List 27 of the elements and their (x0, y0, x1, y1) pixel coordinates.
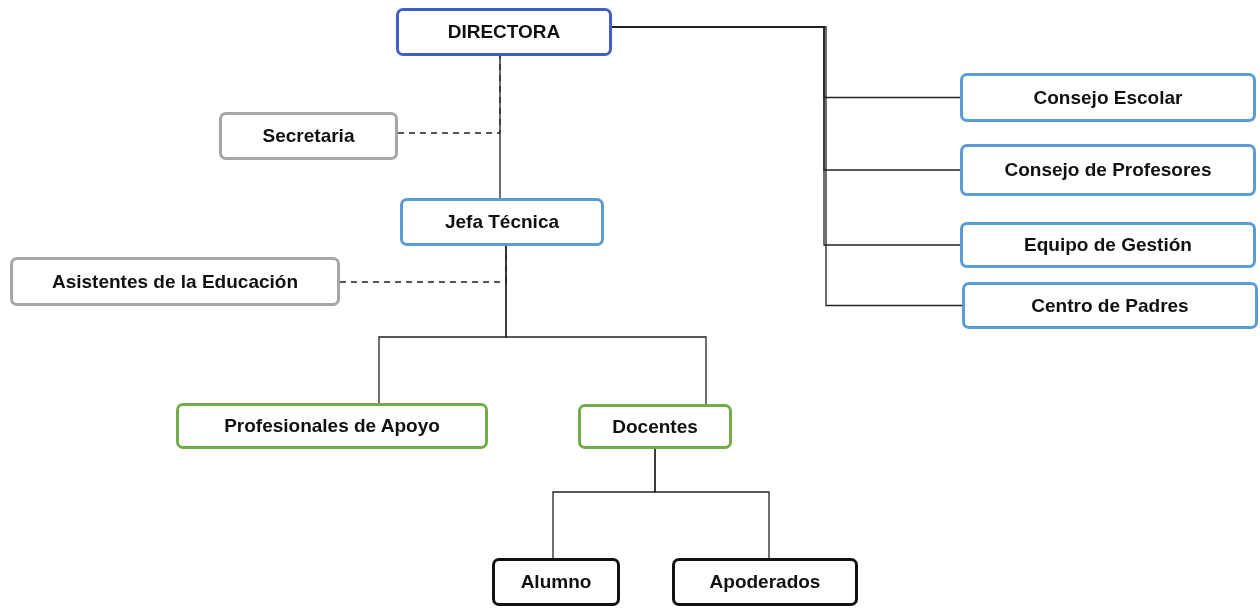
dashed-connector (397, 55, 501, 134)
unit-box (960, 73, 1256, 122)
node-label: DIRECTORA (447, 21, 561, 43)
node-label: Profesionales de Apoyo (224, 415, 440, 437)
node-label: Secretaria (262, 125, 355, 147)
staff-box (10, 257, 340, 306)
node-label: Consejo de Profesores (1004, 159, 1212, 181)
team-box (578, 404, 732, 449)
node-label: Asistentes de la Educación (52, 270, 298, 293)
node-label: Equipo de Gestión (1024, 234, 1192, 256)
group-box (672, 558, 858, 606)
node-label: Apoderados (709, 571, 821, 593)
unit-box (960, 144, 1256, 196)
unit-box (400, 198, 604, 246)
connector (505, 245, 707, 405)
director-box (396, 8, 612, 56)
node-label: Alumno (520, 571, 592, 593)
group-box (492, 558, 620, 606)
node-label: Jefa Técnica (444, 211, 560, 233)
node-label: Centro de Padres (1031, 294, 1189, 317)
unit-box (962, 282, 1258, 329)
node-label: Consejo Escolar (1033, 86, 1183, 109)
connector (654, 448, 770, 559)
staff-box (219, 112, 398, 160)
team-box (176, 403, 488, 449)
unit-box (960, 222, 1256, 268)
node-label: Docentes (612, 415, 698, 438)
